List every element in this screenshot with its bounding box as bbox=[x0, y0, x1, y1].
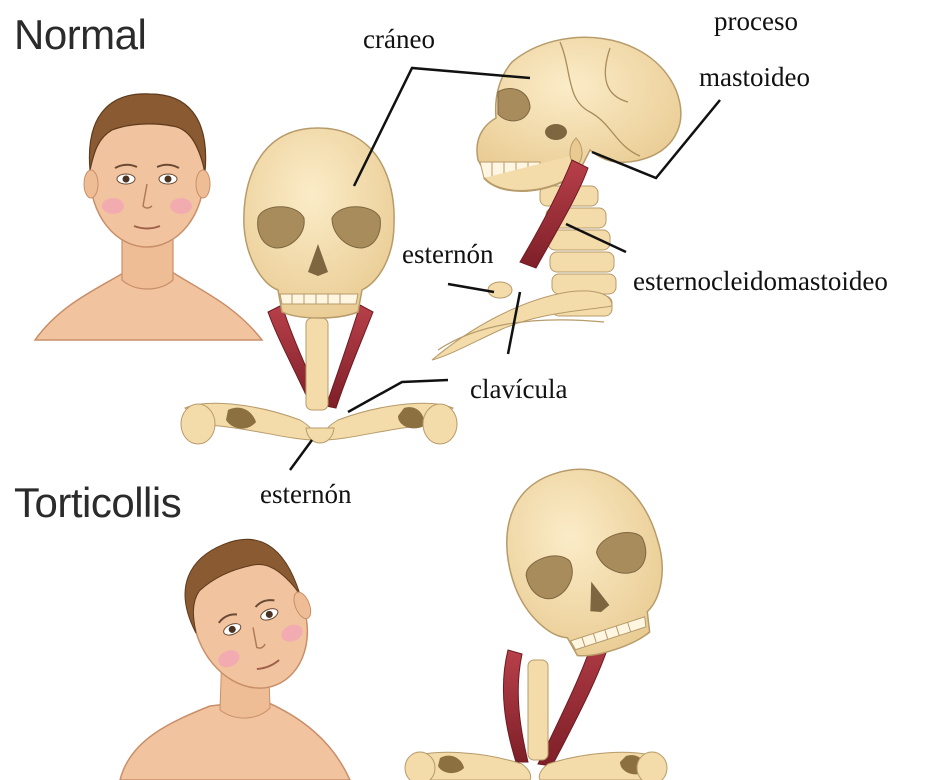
normal-side-skeleton bbox=[432, 37, 681, 360]
normal-face-illustration bbox=[35, 94, 262, 340]
leader-esternon-top bbox=[448, 284, 494, 292]
normal-front-skeleton bbox=[181, 128, 457, 444]
leader-esternon-bottom bbox=[290, 440, 312, 470]
label-esternon-top: esternón bbox=[400, 241, 495, 268]
torticollis-heading: Torticollis bbox=[14, 482, 181, 524]
label-clavicula: clavícula bbox=[470, 376, 567, 403]
label-mastoideo: mastoideo bbox=[699, 64, 810, 91]
label-esternocleidomastoideo: esternocleidomastoideo bbox=[633, 268, 888, 295]
normal-heading: Normal bbox=[14, 14, 146, 56]
label-proceso: proceso bbox=[714, 8, 798, 35]
label-craneo: cráneo bbox=[363, 26, 435, 53]
torticollis-face-illustration bbox=[120, 523, 350, 780]
label-esternon-bottom: esternón bbox=[260, 481, 351, 508]
torticollis-skeleton bbox=[405, 450, 686, 780]
